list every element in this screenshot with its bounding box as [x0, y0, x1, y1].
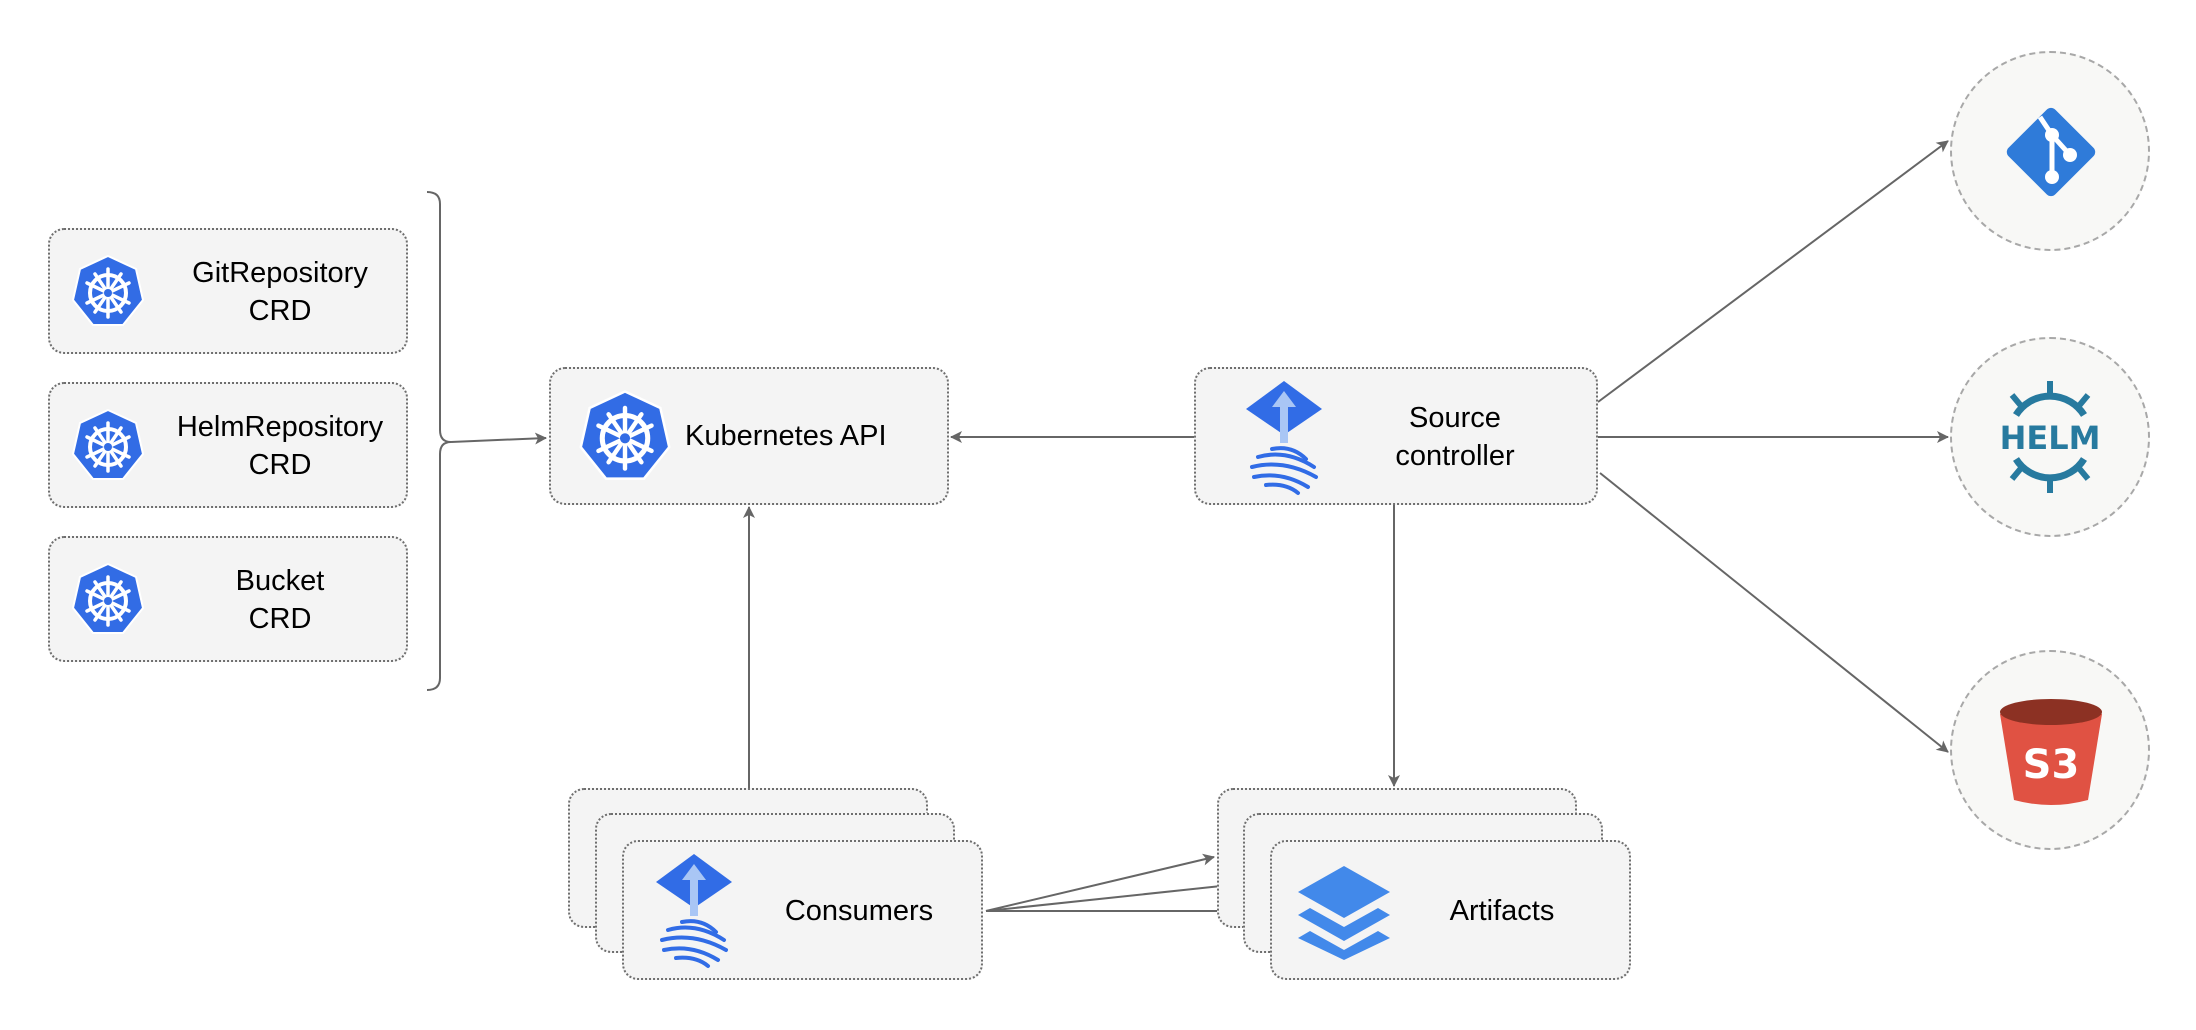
kubernetes-api-label: Kubernetes API: [685, 420, 887, 452]
crd-name: GitRepository: [192, 257, 368, 289]
kubernetes-api-node: Kubernetes API: [549, 367, 949, 505]
helm-icon: HELM: [2000, 381, 2101, 493]
kubernetes-icon: [71, 408, 145, 481]
edge-consumers-to-artifacts-1: [985, 853, 1215, 912]
kubernetes-icon: [71, 254, 145, 327]
artifacts-label: Artifacts: [1449, 895, 1555, 927]
crd-name: Bucket: [235, 565, 325, 597]
kubernetes-icon: [71, 562, 145, 635]
artifacts-node: Artifacts: [1270, 840, 1631, 980]
s3-wordmark: S3: [2023, 742, 2080, 788]
edge-consumers-to-artifacts-2: [985, 879, 1241, 912]
source-controller-node: Source controller: [1194, 367, 1598, 505]
crd-type: CRD: [248, 449, 312, 481]
source-controller-label-line2: controller: [1395, 440, 1515, 472]
s3-bucket-icon: S3: [2000, 699, 2102, 805]
git-source-node: [1950, 51, 2150, 251]
edge-crds-to-kubernetes-api: [450, 432, 547, 445]
s3-source-node: S3: [1950, 650, 2150, 850]
edge-source-controller-to-s3: [1599, 472, 1949, 753]
crd-name: HelmRepository: [176, 411, 384, 443]
consumers-label: Consumers: [784, 895, 934, 927]
helm-wordmark: HELM: [2000, 419, 2101, 457]
git-icon: [2006, 107, 2096, 197]
source-controller-label-line1: Source: [1409, 402, 1501, 434]
kubernetes-icon: [577, 389, 673, 485]
layers-icon: [1298, 866, 1390, 960]
edge-source-controller-to-git: [1597, 140, 1949, 403]
flux-icon: [654, 852, 734, 968]
crd-bracket: [426, 191, 452, 691]
crd-type: CRD: [248, 295, 312, 327]
consumers-node: Consumers: [622, 840, 983, 980]
helm-source-node: HELM: [1950, 337, 2150, 537]
crd-type: CRD: [248, 603, 312, 635]
flux-icon: [1244, 379, 1324, 495]
